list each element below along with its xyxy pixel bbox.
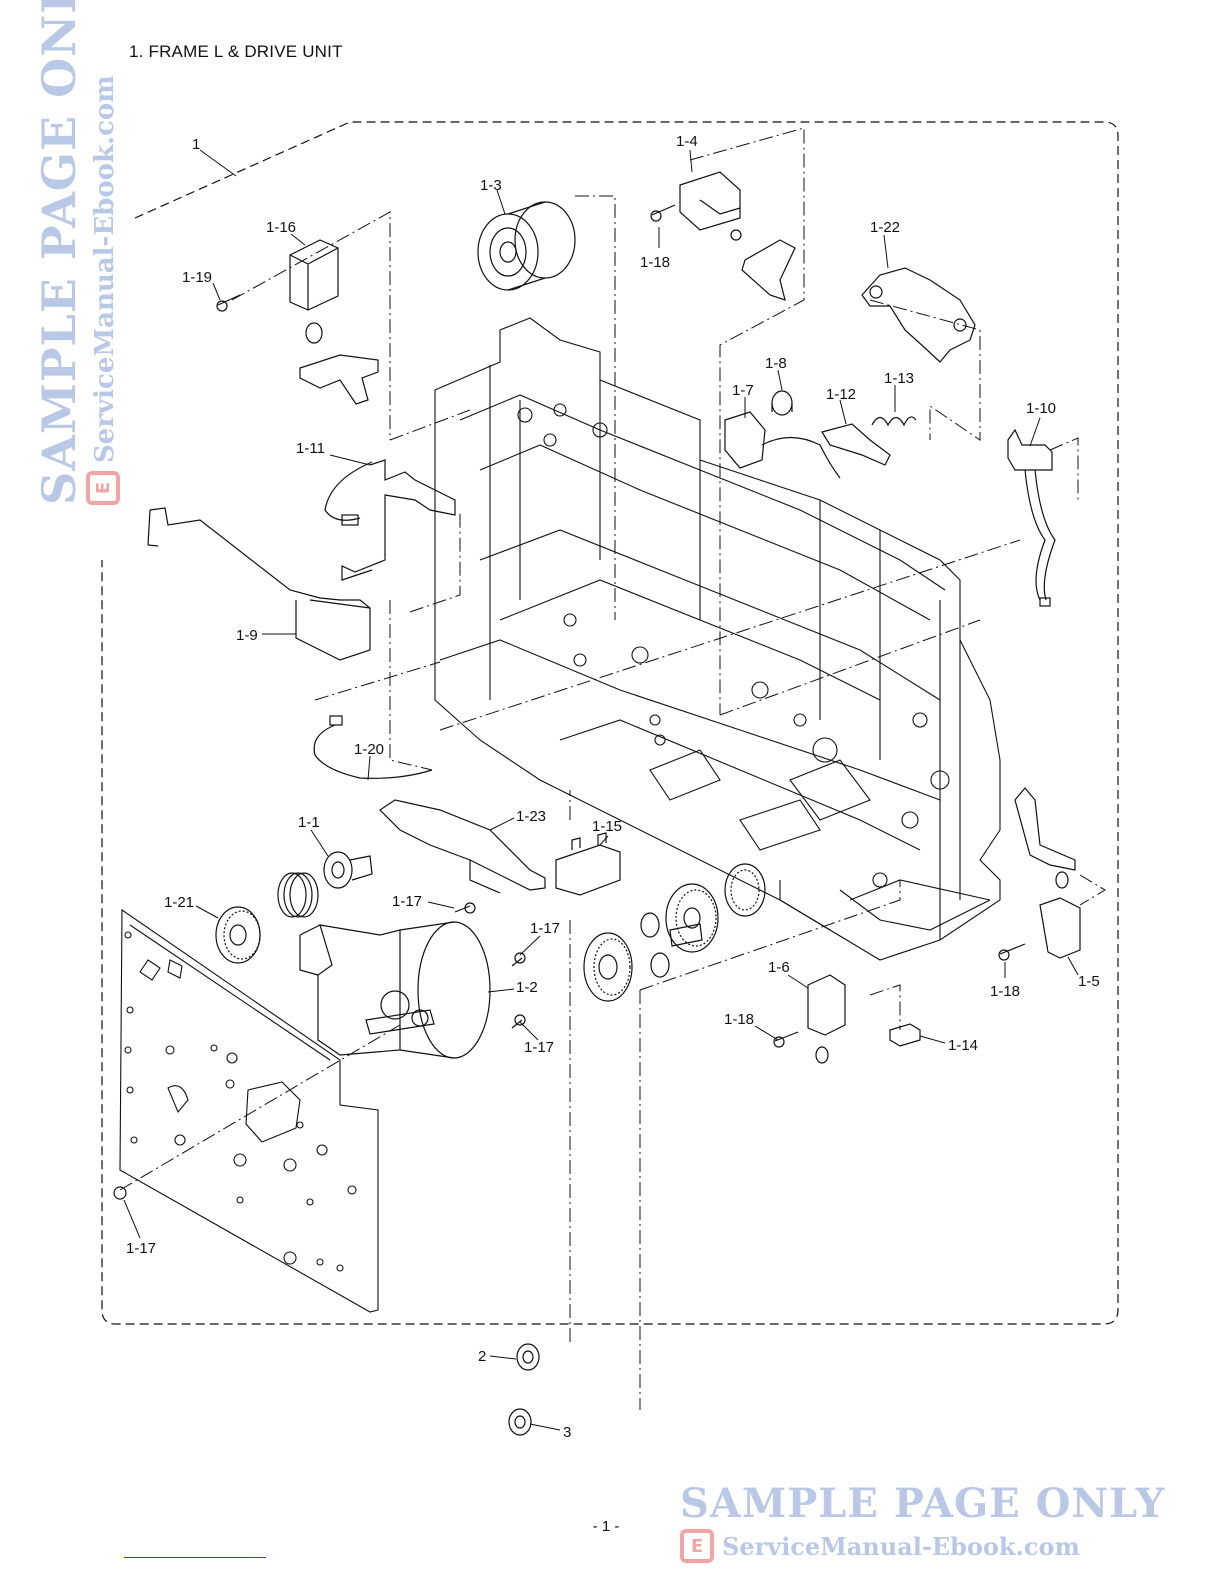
callout-1-8: 1-8	[765, 355, 787, 372]
callout-1-15: 1-15	[592, 818, 622, 835]
footer-rule	[124, 1557, 266, 1558]
part-1-22	[862, 268, 975, 362]
callout-1-17-d: 1-17	[126, 1240, 156, 1257]
callout-1-11: 1-11	[296, 440, 325, 457]
callout-1-6: 1-6	[768, 959, 790, 976]
callout-1-2: 1-2	[516, 979, 538, 996]
callout-1-21: 1-21	[164, 894, 194, 911]
part-1-6	[808, 975, 845, 1063]
part-1-5	[1015, 788, 1080, 958]
callout-1-12: 1-12	[826, 386, 856, 403]
callout-1-17-c: 1-17	[524, 1039, 554, 1056]
callout-1-5: 1-5	[1078, 973, 1100, 990]
callout-1-1: 1-1	[298, 814, 320, 831]
callout-1-3: 1-3	[480, 177, 502, 194]
callout-labels: 1 1-4 1-3 1-16 1-22 1-18 1-19 1-8 1-13 1…	[126, 133, 1100, 1441]
gear-train	[584, 864, 765, 1001]
side-plate-frame-l	[120, 910, 378, 1312]
page-number: - 1 -	[0, 1518, 1212, 1535]
callout-1-20: 1-20	[354, 741, 384, 758]
callout-1-18-mid: 1-18	[724, 1011, 754, 1028]
callout-1-17-b: 1-17	[530, 920, 560, 937]
motor-part-1-2	[300, 922, 490, 1058]
part-1-16	[290, 240, 378, 404]
callout-1-10: 1-10	[1026, 400, 1056, 417]
callout-1-23: 1-23	[516, 808, 546, 825]
part-1-4	[680, 172, 795, 300]
callout-1-18-top: 1-18	[640, 254, 670, 271]
callout-2: 2	[478, 1348, 486, 1365]
gear-part-1-21	[216, 907, 260, 963]
leader-lines	[124, 150, 1078, 1430]
gear-part-3	[509, 1409, 531, 1435]
callout-1-18-right: 1-18	[990, 983, 1020, 1000]
gear-part-2	[517, 1344, 539, 1370]
part-1-8	[772, 391, 792, 415]
roller-part-1-3	[478, 202, 575, 290]
callout-1-7: 1-7	[732, 382, 754, 399]
callout-1-13: 1-13	[884, 370, 914, 387]
part-1-12	[822, 424, 890, 465]
callout-1-22: 1-22	[870, 219, 900, 236]
callout-1-4: 1-4	[676, 133, 698, 150]
part-1-13	[872, 417, 916, 425]
callout-1-9: 1-9	[236, 627, 258, 644]
callout-3: 3	[563, 1424, 571, 1441]
part-1-9	[148, 508, 370, 660]
callout-1-16: 1-16	[266, 219, 296, 236]
callout-1-19: 1-19	[182, 269, 212, 286]
spring-part	[278, 873, 318, 917]
part-1-10	[1008, 430, 1055, 606]
part-1-7	[725, 412, 840, 478]
callout-1-14: 1-14	[948, 1037, 978, 1054]
part-1-15	[556, 833, 620, 895]
callout-1-17-a: 1-17	[392, 893, 422, 910]
part-1-14	[890, 1024, 920, 1046]
part-1-1	[324, 852, 372, 888]
callout-1: 1	[192, 136, 200, 153]
